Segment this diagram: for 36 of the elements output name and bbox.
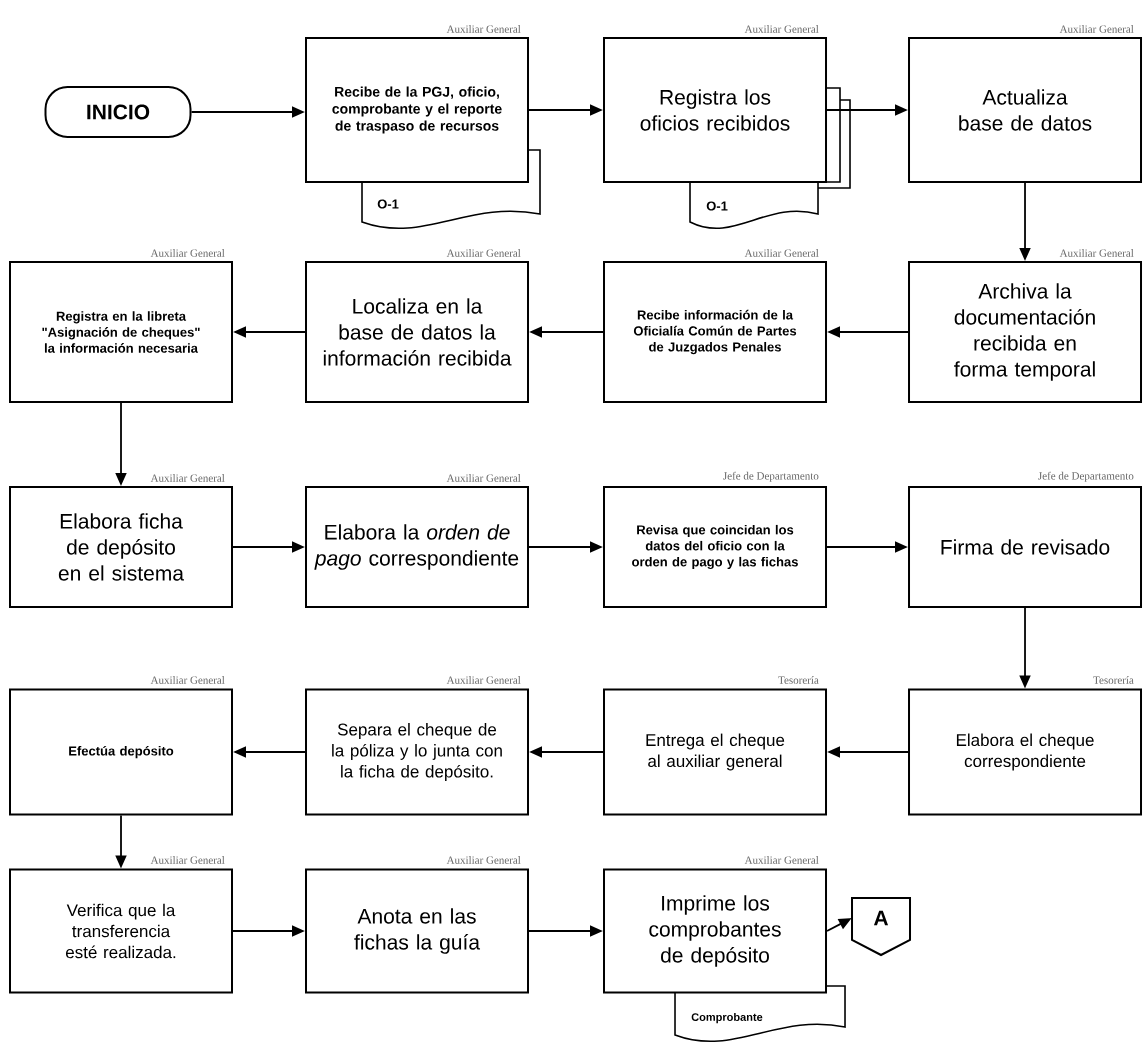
role-label: Auxiliar General: [446, 856, 521, 864]
off-page-connector: A: [851, 897, 911, 957]
process-box: Entrega el cheque al auxiliar general: [603, 688, 827, 816]
process-box: Anota en las fichas la guía: [305, 868, 529, 994]
process-box: Separa el cheque de la póliza y lo junta con la ficha de depósito.: [305, 688, 529, 816]
process-box: Recibe información de la Oficialía Común de Partes de Juzgados Penales: [603, 261, 827, 403]
process-box: Elabora la orden de pago correspondiente: [305, 486, 529, 608]
process-box: Actualiza base de datos: [908, 37, 1142, 183]
process-box: Firma de revisado: [908, 486, 1142, 608]
role-label: Tesorería: [1093, 676, 1134, 684]
process-box: Imprime los comprobantes de depósito: [603, 868, 827, 994]
role-label: Jefe de Departamento: [1038, 471, 1134, 482]
role-label: Auxiliar General: [446, 676, 521, 684]
role-label: Auxiliar General: [744, 249, 819, 257]
role-label: Auxiliar General: [150, 474, 225, 482]
start-terminal: INICIO: [44, 86, 192, 138]
process-box: Efectúa depósito: [9, 688, 233, 816]
role-label: Auxiliar General: [150, 856, 225, 864]
process-box: Elabora el cheque correspondiente: [908, 688, 1142, 816]
role-label: Jefe de Departamento: [723, 471, 819, 482]
role-label: Auxiliar General: [446, 249, 521, 257]
role-label: Auxiliar General: [446, 474, 521, 482]
role-label: Auxiliar General: [150, 249, 225, 257]
role-label: Auxiliar General: [744, 856, 819, 864]
process-box: Revisa que coincidan los datos del oficio con la orden de pago y las fichas: [603, 486, 827, 608]
role-label: Auxiliar General: [1059, 25, 1134, 33]
process-box: Verifica que la transferencia esté realizada.: [9, 868, 233, 994]
role-label: Auxiliar General: [446, 25, 521, 33]
process-box: Elabora ficha de depósito en el sistema: [9, 486, 233, 608]
process-box: Localiza en la base de datos la información recibida: [305, 261, 529, 403]
role-label: Tesorería: [778, 676, 819, 684]
role-label: Auxiliar General: [744, 25, 819, 33]
process-box: Registra en la libreta "Asignación de cheques" la información necesaria: [9, 261, 233, 403]
process-box: Archiva la documentación recibida en forma temporal: [908, 261, 1142, 403]
role-label: Auxiliar General: [150, 676, 225, 684]
role-label: Auxiliar General: [1059, 249, 1134, 257]
